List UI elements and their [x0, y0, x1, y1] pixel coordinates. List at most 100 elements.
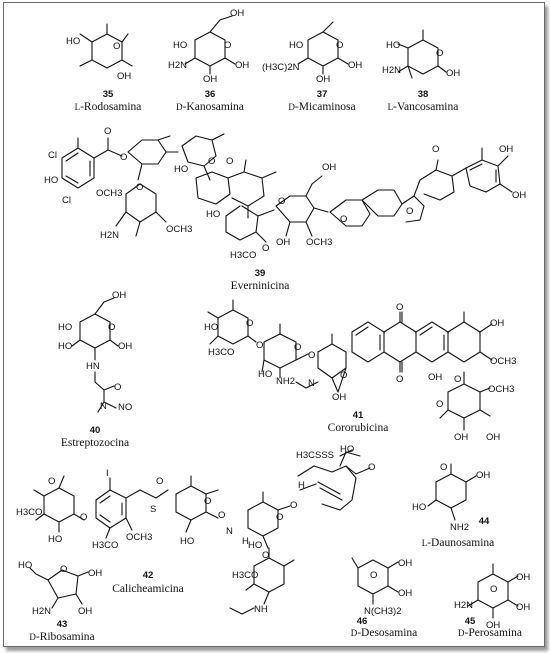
compound-39-structure: Cl HO Cl OCH3 O O OH HO O O HO H3CO O O …	[44, 126, 526, 261]
atom-o: O	[440, 462, 447, 473]
atom-och3: OCH3	[490, 356, 516, 367]
atom-oh: OH	[235, 60, 249, 71]
compound-43-name: D-Ribosamina	[29, 631, 94, 643]
atom-oh: OH	[428, 372, 442, 383]
compound-41-number: 41	[353, 410, 364, 421]
atom-ho: HO	[206, 209, 220, 220]
atom-o: O	[278, 196, 285, 207]
compound-38-structure: HO O H2N OH	[382, 29, 460, 79]
atom-o: O	[432, 144, 439, 155]
compound-44-name: L-Daunosamina	[422, 537, 495, 549]
atom-oh: OH	[398, 588, 412, 599]
atom-oh: OH	[499, 144, 513, 155]
atom-o: O	[246, 318, 253, 329]
atom-oh: OH	[88, 568, 102, 579]
atom-o: O	[262, 550, 269, 561]
atom-h2n: H2N	[382, 65, 401, 76]
atom-h2n: H2N	[454, 600, 473, 611]
atom-n-ch3-2: N(CH3)2	[364, 606, 401, 617]
compound-40-name: Estreptozocina	[61, 437, 129, 449]
atom-o: O	[336, 40, 343, 51]
atom-ho: HO	[340, 444, 354, 455]
atom-o: O	[368, 462, 375, 473]
atom-o: O	[308, 350, 315, 361]
atom-o: O	[436, 399, 443, 410]
compound-46-number: 46	[357, 616, 368, 627]
atom-o: O	[208, 156, 215, 167]
atom-nh2: NH2	[276, 376, 295, 387]
atom-o: O	[340, 214, 347, 225]
compound-46-name: D-Desosamina	[351, 627, 418, 639]
compound-45-number: 45	[465, 616, 476, 627]
atom-h: H	[242, 536, 249, 547]
atom-oh: OH	[322, 162, 336, 173]
compound-42-name: Calicheamicina	[112, 583, 184, 595]
atom-nh2: NH2	[450, 522, 469, 533]
compound-35-name: L-Rodosamina	[75, 101, 142, 113]
atom-ho: HO	[289, 40, 303, 51]
atom-oh: OH	[117, 71, 131, 82]
atom-i: I	[106, 468, 109, 479]
atom-hn: HN	[86, 361, 100, 372]
atom-o: O	[262, 243, 269, 254]
compound-36-number: 36	[205, 89, 216, 100]
compound-43-number: 43	[57, 619, 68, 630]
atom-oh: OH	[230, 8, 244, 19]
atom-ho: HO	[258, 369, 272, 380]
compound-39-name: Everninicina	[231, 280, 290, 292]
atom-no: NO	[118, 402, 132, 413]
atom-o: O	[136, 182, 143, 193]
atom-ho: HO	[18, 560, 32, 571]
atom-o: O	[120, 152, 127, 163]
atom-h3co: H3CO	[92, 540, 118, 551]
atom-o: O	[294, 342, 301, 353]
atom-oh: OH	[276, 237, 290, 248]
atom-o: O	[276, 512, 283, 523]
atom-o: O	[104, 126, 111, 137]
atom-o: O	[454, 374, 461, 385]
atom-oh: OH	[512, 190, 526, 201]
atom-cl: Cl	[48, 150, 57, 161]
atom-ho: HO	[44, 175, 58, 186]
compound-36-structure: OH O HO H2N OH OH	[168, 8, 249, 85]
atom-ho: HO	[412, 502, 426, 513]
atom-ho: HO	[58, 341, 72, 352]
atom-cl: Cl	[62, 195, 71, 206]
atom-o: O	[290, 500, 297, 511]
atom-o: O	[218, 510, 225, 521]
atom-o: O	[80, 512, 87, 523]
atom-ho: HO	[180, 536, 194, 547]
atom-h2n: H2N	[100, 230, 119, 241]
atom-ho: HO	[204, 322, 218, 333]
compound-35-number: 35	[103, 89, 114, 100]
atom-och3: OCH3	[488, 384, 514, 395]
atom-s: S	[150, 504, 156, 515]
atom-o: O	[224, 40, 231, 51]
atom-o: O	[340, 370, 347, 381]
atom-o: O	[113, 41, 120, 52]
atom-o: O	[156, 476, 163, 487]
atom-och3: OCH3	[96, 188, 122, 199]
atom-nh: NH	[254, 604, 268, 615]
atom-oh: OH	[316, 74, 330, 85]
compound-36-name: D-Kanosamina	[176, 101, 244, 113]
atom-h3co: H3CO	[208, 347, 234, 358]
atom-oh: OH	[454, 432, 468, 443]
atom-oh: OH	[78, 606, 92, 617]
atom-oh: OH	[476, 470, 490, 481]
atom-oh: OH	[398, 558, 412, 569]
compound-35-structure: HO O OH	[66, 23, 133, 82]
atom-och3: OCH3	[126, 532, 152, 543]
atom-h3co: H3CO	[232, 570, 258, 581]
compound-38-number: 38	[418, 89, 429, 100]
atom-h2n: H2N	[32, 606, 51, 617]
figure-frame	[3, 2, 545, 647]
compound-40-number: 40	[90, 425, 101, 436]
atom-h2n: H2N	[168, 60, 187, 71]
compound-44-number: 44	[479, 516, 490, 527]
atom-h3c2n: (H3C)2N	[262, 62, 300, 73]
atom-n: N	[308, 378, 315, 389]
atom-h3co: H3CO	[230, 250, 256, 261]
compound-38-name: L-Vancosamina	[388, 101, 459, 113]
atom-ho: HO	[58, 322, 72, 333]
